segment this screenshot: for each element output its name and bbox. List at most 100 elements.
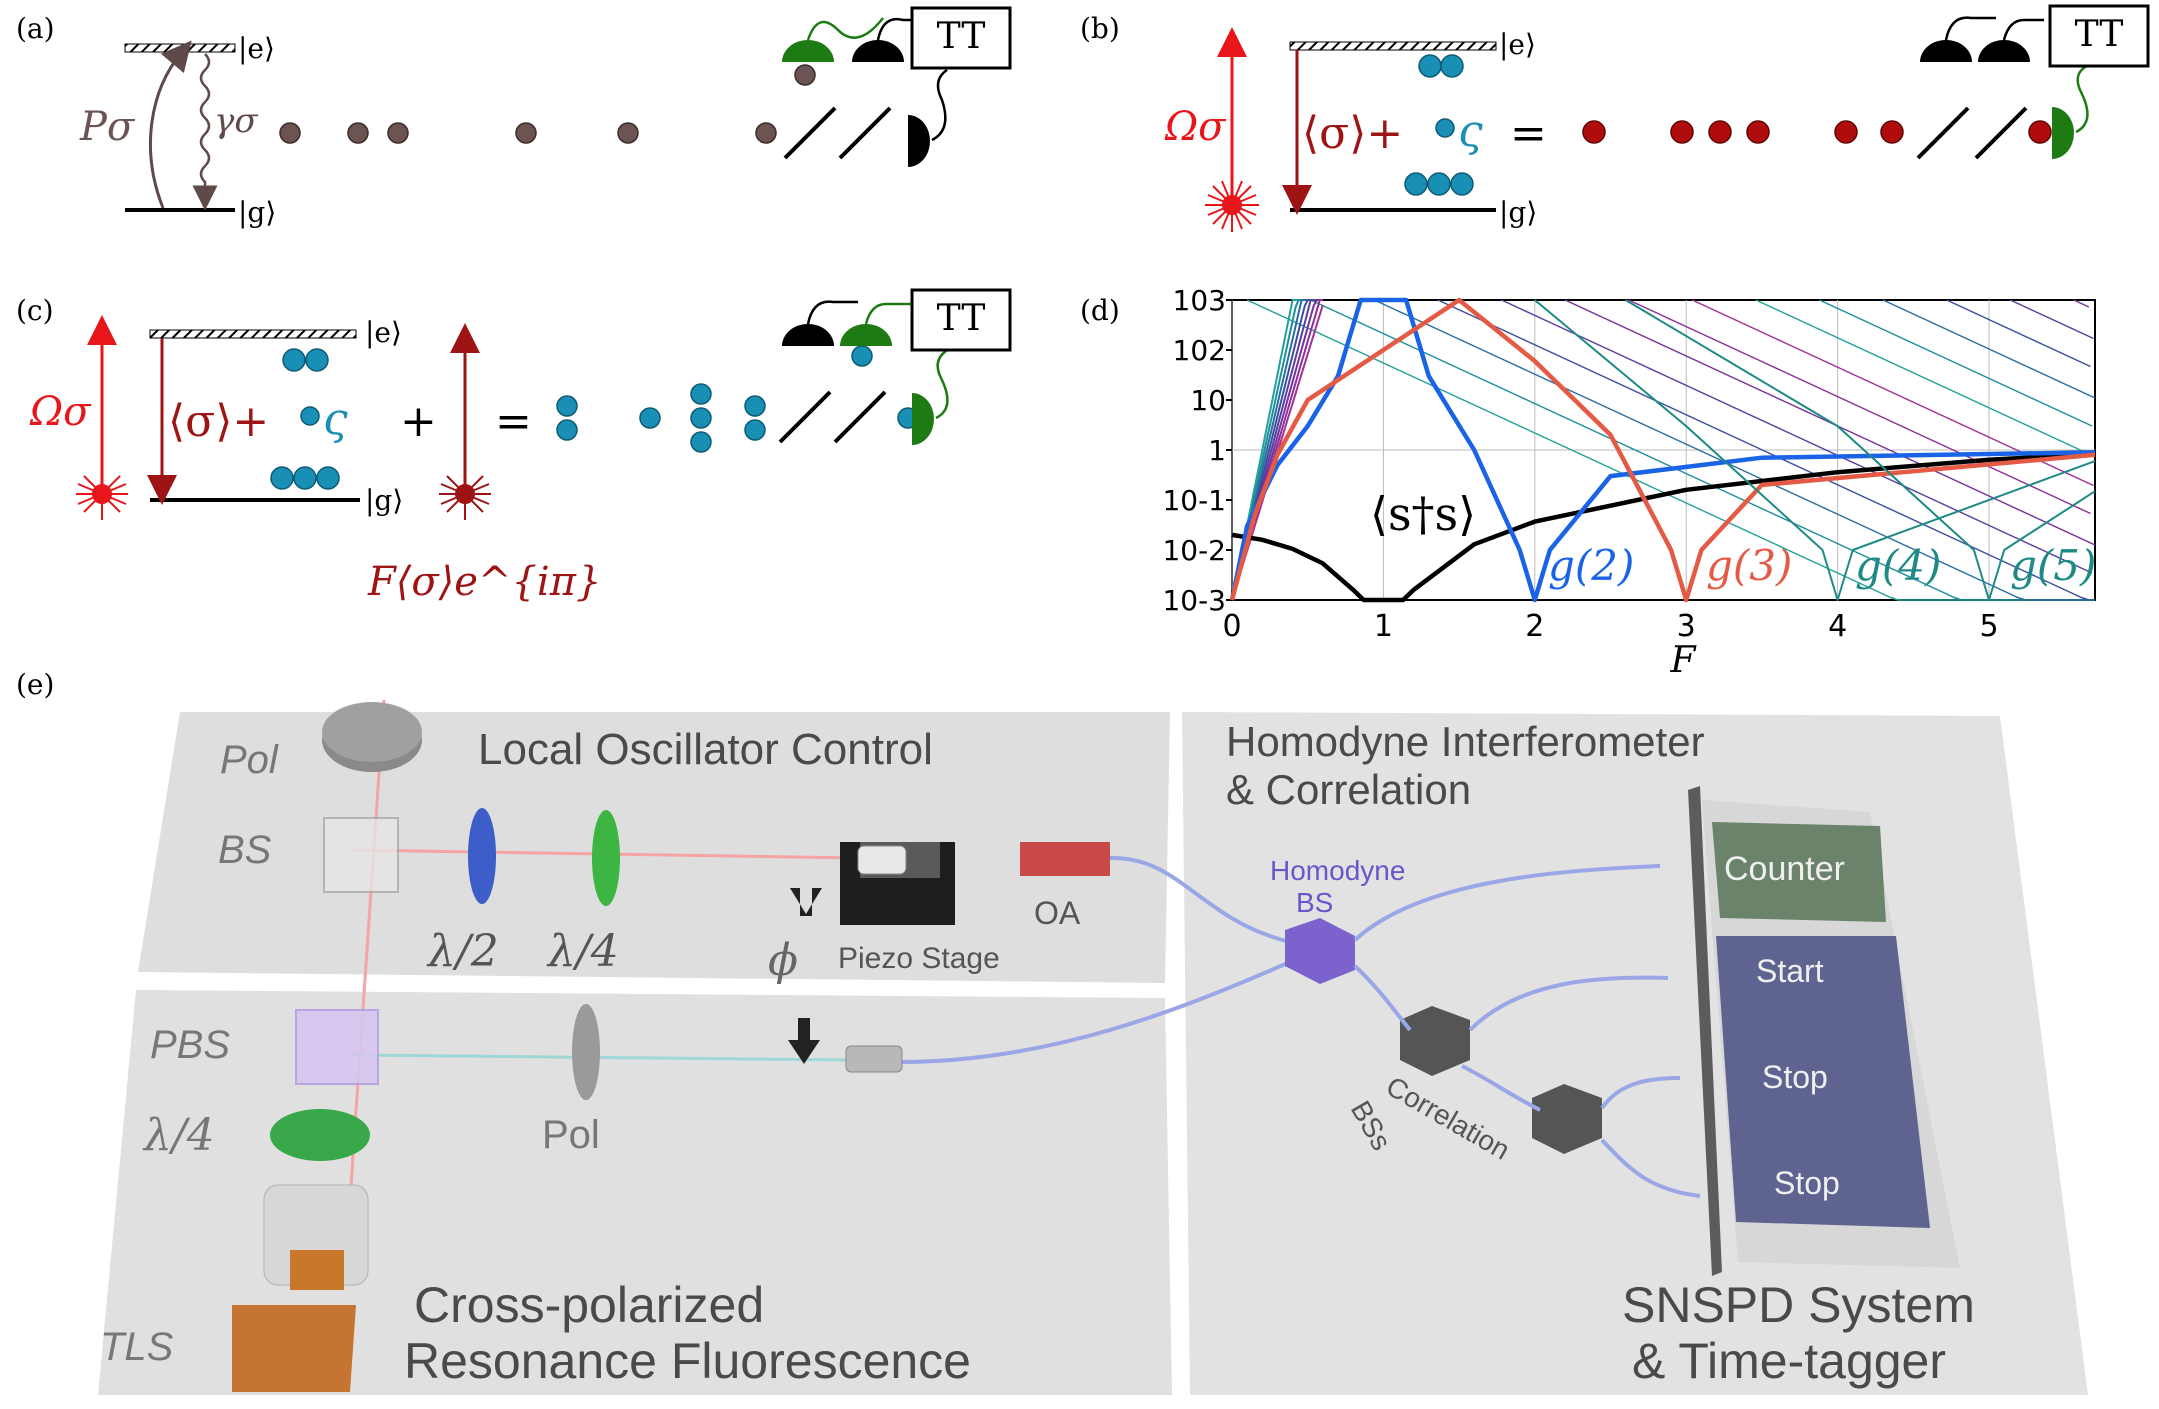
rf-beam (351, 1053, 857, 1062)
detector-green-icon (840, 324, 892, 346)
beamsplitter-1 (783, 106, 837, 160)
panel-e: (e) Local Oscillator Control Homodyne In… (16, 668, 2088, 1395)
snspd-title-line2: & Time-tagger (1632, 1333, 1946, 1389)
cable-green (935, 346, 952, 420)
series-line (1625, 299, 2096, 601)
correlation-beamsplitter (1400, 1006, 1470, 1076)
rf-title-line1: Cross-polarized (414, 1277, 764, 1333)
drive-label: Ωσ (29, 389, 92, 435)
fiber-to-stop1 (1600, 1076, 1681, 1110)
detector-green-icon (912, 393, 934, 445)
fiber-to-corr (1353, 964, 1412, 1032)
x-axis-label: F (1670, 640, 1698, 681)
hom-title-line2: & Correlation (1226, 766, 1471, 813)
series-line (1534, 299, 2096, 601)
squeezed-photon-dot (1435, 118, 1455, 138)
half-waveplate (468, 808, 496, 904)
panel-b-label: (b) (1080, 12, 1120, 45)
snspd-title-line1: SNSPD System (1622, 1277, 1975, 1333)
pbs-label: PBS (150, 1023, 230, 1067)
stop2-label: Stop (1774, 1165, 1840, 1201)
higher-order-curve (1946, 299, 2091, 368)
x-tick-label: 2 (1525, 609, 1544, 644)
photon-dot (617, 122, 639, 144)
time-tagger-box (910, 288, 1012, 352)
higher-order-curve (1819, 299, 2093, 427)
detector-green-icon (2052, 107, 2074, 159)
time-tagger-box (910, 6, 1012, 70)
varsigma-label: ς (323, 394, 348, 445)
x-tick-label: 1 (1374, 609, 1393, 644)
excited-level (1289, 41, 1497, 51)
fiber-to-start (1468, 975, 1669, 1032)
time-tagger-label: TT (937, 298, 986, 339)
photon-stream-a (279, 64, 816, 144)
lo-fiber (1109, 855, 1291, 944)
photon-dot (279, 122, 301, 144)
lo-title: Local Oscillator Control (478, 725, 933, 774)
higher-order-curve (1246, 299, 2095, 601)
excited-state-label: |e⟩ (238, 32, 275, 65)
higher-order-curve (1310, 299, 2091, 601)
laser-burst-icon (76, 468, 128, 520)
photon-triple-ground (270, 466, 340, 490)
polarizer-bottom (572, 1004, 600, 1100)
panel-c: (c) |e⟩ |g⟩ Ωσ ⟨σ⟩+ ς + F⟨σ⟩e^{i (16, 288, 1012, 605)
sigma-label: ⟨σ⟩+ (1302, 108, 1403, 159)
homodyne-bs-label1: Homodyne (1270, 855, 1405, 886)
photon-pair-excited (1418, 54, 1464, 78)
g4-label: g(4) (1855, 541, 1941, 590)
cable-green (864, 302, 911, 325)
higher-order-curve (1437, 299, 2090, 601)
detector-black-icon (908, 115, 930, 167)
excited-level (124, 43, 236, 53)
higher-order-curve (1373, 299, 2094, 601)
fiber-to-counter (1353, 864, 1661, 942)
fiber-corr-link (1461, 1064, 1541, 1112)
quarter-waveplate (592, 810, 620, 906)
series-line (1231, 451, 2096, 603)
photon-pair-excited (282, 348, 329, 372)
photon-dot (794, 64, 816, 86)
oa-label: OA (1034, 895, 1081, 931)
homodyne-beamsplitter (1285, 918, 1355, 984)
time-tagger-box (2048, 4, 2150, 68)
panel-d-label: (d) (1080, 294, 1120, 327)
ground-state-label: |g⟩ (238, 196, 276, 229)
g3-label: g(3) (1706, 541, 1792, 590)
detector-black-icon (782, 324, 834, 346)
piezo-label: Piezo Stage (838, 942, 1000, 975)
pump-label: Pσ (79, 104, 136, 150)
pol-bottom-label: Pol (542, 1113, 600, 1157)
series-line (1229, 297, 2096, 603)
cable-black (806, 300, 858, 325)
excited-level (149, 329, 357, 339)
beamsplitter-2 (1974, 106, 2028, 160)
ground-state-label: |g⟩ (365, 484, 403, 517)
cable-black (931, 68, 948, 142)
signal-fiber (899, 960, 1291, 1064)
counter-label: Counter (1724, 850, 1845, 888)
signal-collimator (845, 1045, 903, 1073)
down-arrow-icon (788, 1018, 820, 1064)
excited-state-label: |e⟩ (1499, 28, 1536, 61)
photon-stream-b (1582, 120, 2052, 144)
quarter-waveplate-bottom (270, 1109, 370, 1161)
squeezed-photon-dot (300, 406, 320, 426)
counter-box (1712, 822, 1886, 922)
g2-label: g(2) (1548, 541, 1634, 590)
plus-sign: + (400, 396, 437, 447)
tls-label: TLS (100, 1325, 174, 1369)
decay-wavy-arrow (192, 53, 218, 211)
pol-top-label: Pol (220, 738, 279, 782)
time-tagger-label: TT (937, 16, 986, 57)
start-label: Start (1756, 953, 1824, 989)
y-tick-label: 10-2 (1162, 534, 1226, 567)
y-tick-label: 10-3 (1162, 584, 1226, 617)
stop1-label: Stop (1762, 1059, 1828, 1095)
sigma-label: ⟨σ⟩+ (168, 396, 269, 447)
